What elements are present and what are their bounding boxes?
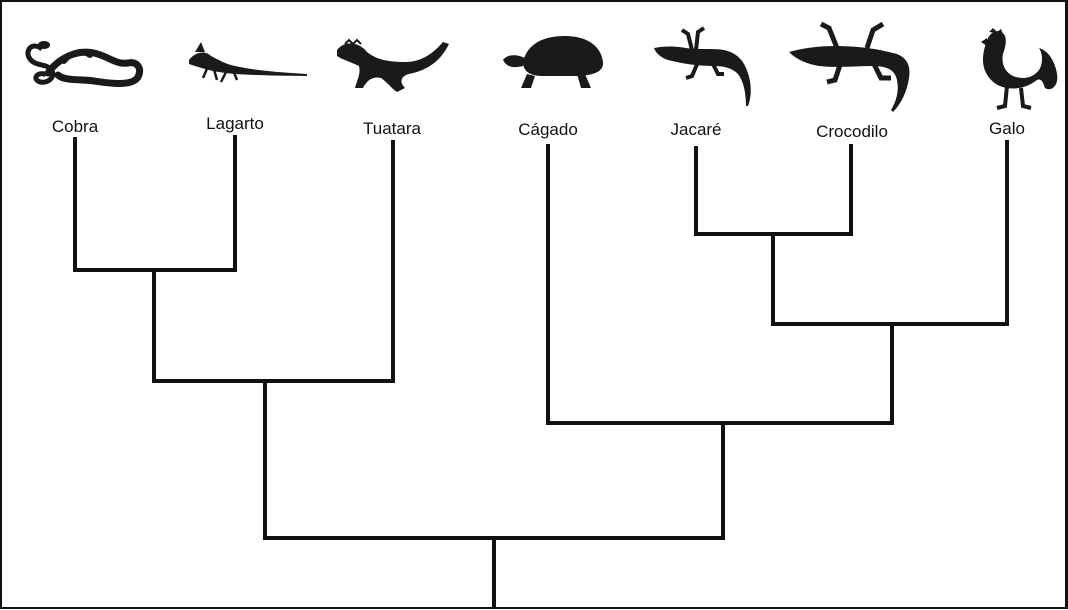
lizard-icon (187, 42, 309, 84)
rooster-icon (977, 28, 1061, 110)
taxon-label-cobra: Cobra (52, 117, 98, 137)
taxon-label-lagarto: Lagarto (206, 114, 264, 134)
crocodile-icon (787, 16, 915, 114)
taxon-label-cagado: Cágado (518, 120, 578, 140)
taxon-label-jacare: Jacaré (670, 120, 721, 140)
tuatara-icon (335, 38, 453, 100)
taxon-label-galo: Galo (989, 119, 1025, 139)
taxon-label-tuatara: Tuatara (363, 119, 421, 139)
snake-icon (24, 37, 142, 89)
turtle-icon (497, 34, 607, 92)
taxon-label-crocodilo: Crocodilo (816, 122, 888, 142)
caiman-icon (652, 24, 760, 108)
